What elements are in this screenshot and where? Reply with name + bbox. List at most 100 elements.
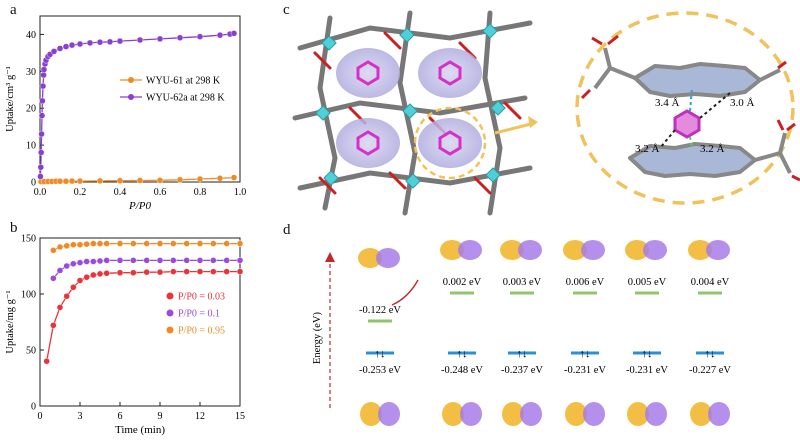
data-point — [156, 257, 164, 264]
data-point — [90, 258, 97, 265]
data-point — [96, 257, 104, 265]
orbital-lobe — [690, 402, 712, 426]
data-point — [183, 257, 190, 264]
orbital-lobe — [706, 240, 730, 260]
data-point — [216, 31, 224, 39]
data-point — [156, 177, 164, 184]
data-point — [196, 240, 204, 247]
data-point — [96, 177, 104, 185]
panel-letter-c: c — [283, 2, 290, 18]
data-point — [210, 240, 217, 247]
crystal-structure-image: 3.4 Å 3.0 Å 3.2 Å 3.2 Å — [292, 10, 800, 216]
x-axis-label: P/P0 — [128, 200, 151, 212]
data-point — [236, 240, 244, 247]
data-point — [50, 322, 57, 329]
upper-level-label: 0.005 eV — [628, 277, 667, 288]
data-point — [106, 38, 114, 46]
data-point — [56, 304, 64, 311]
data-point — [136, 177, 144, 184]
data-point — [83, 258, 90, 265]
lower-ligand — [628, 132, 792, 178]
data-point — [50, 247, 57, 254]
orbital-lobe — [458, 240, 482, 260]
plot-frame — [39, 237, 241, 407]
legend-marker — [166, 309, 174, 317]
data-point — [37, 164, 44, 171]
x-tick-label: 0.0 — [34, 187, 47, 198]
x-tick-label: 15 — [235, 411, 245, 422]
y-axis-label: Uptake/cm³ g⁻¹ — [5, 66, 16, 132]
data-point — [39, 97, 46, 105]
data-point — [63, 262, 70, 270]
energy-axis-label: Energy (eV) — [312, 312, 323, 364]
orbital-lobe — [563, 240, 587, 260]
data-point — [68, 41, 76, 49]
data-point — [38, 112, 46, 119]
framework-lattice — [292, 10, 533, 216]
data-point — [196, 33, 204, 40]
orbital-lobe — [645, 402, 667, 426]
orbital-lobe — [500, 240, 524, 260]
data-point — [223, 257, 230, 264]
upper-level-label: 0.004 eV — [691, 277, 730, 288]
data-point — [170, 240, 177, 247]
orbital-lobe — [625, 240, 649, 260]
legend-label: WYU-62a at 298 K — [146, 93, 225, 104]
panel-letter-b: b — [10, 220, 18, 236]
legend-label: P/P0 = 0.1 — [178, 309, 220, 320]
data-point — [70, 260, 77, 267]
panel-letter-d: d — [283, 222, 291, 238]
y-tick-label: 40 — [26, 30, 36, 41]
data-point — [170, 268, 177, 275]
data-point — [76, 40, 84, 48]
data-point — [130, 257, 137, 264]
data-point — [156, 35, 164, 43]
x-tick-label: 0.4 — [114, 187, 127, 198]
data-point — [230, 174, 238, 181]
data-point — [39, 82, 47, 90]
x-tick-label: 0.2 — [74, 187, 87, 198]
orbital-lobe — [581, 240, 605, 260]
data-point — [156, 268, 164, 276]
legend-marker — [166, 292, 174, 300]
orbital-lobe — [460, 402, 482, 426]
orbital-lobe — [565, 402, 587, 426]
orbital-lobe — [708, 402, 730, 426]
data-point — [56, 267, 64, 274]
data-point — [40, 66, 48, 73]
y-tick-label: 10 — [26, 141, 36, 152]
data-point — [196, 175, 204, 183]
data-point — [83, 274, 90, 281]
data-point — [63, 293, 70, 300]
upper-level-label: -0.122 eV — [359, 305, 401, 316]
data-point — [76, 277, 84, 284]
data-point — [62, 43, 70, 50]
electron-pair: ↑↓ — [705, 348, 716, 360]
zoom-ellipse — [575, 11, 795, 205]
interaction-line-4 — [689, 136, 693, 149]
distance-label-3: 3.2 Å — [635, 143, 660, 155]
lower-level-label: -0.231 eV — [626, 365, 668, 376]
upper-ligand — [593, 47, 781, 98]
orbital-lobe — [688, 240, 712, 260]
data-point — [83, 240, 90, 248]
data-point — [76, 241, 84, 248]
orbital-lobe — [583, 402, 605, 426]
x-tick-label: 1.0 — [234, 187, 247, 198]
energy-arrow — [325, 252, 335, 262]
data-point — [38, 149, 45, 156]
data-point — [103, 257, 110, 264]
data-point — [56, 178, 64, 185]
data-point — [70, 241, 77, 248]
data-point — [50, 275, 57, 282]
x-tick-label: 6 — [118, 411, 123, 422]
electron-pair: ↑↓ — [642, 348, 653, 360]
interaction-line-3 — [659, 129, 676, 149]
legend-marker — [128, 77, 134, 83]
data-point — [183, 268, 190, 275]
upper-level-label: 0.006 eV — [566, 277, 605, 288]
distance-label-1: 3.4 Å — [655, 97, 680, 109]
data-point — [136, 36, 144, 44]
data-point — [86, 39, 94, 47]
